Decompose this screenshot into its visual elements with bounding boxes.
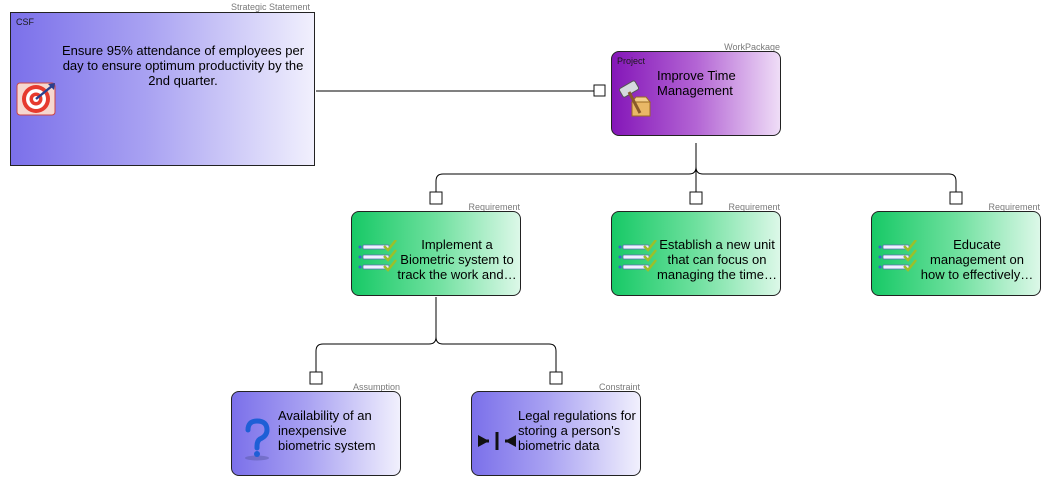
connector-req1-constraint[interactable] <box>435 336 557 372</box>
connector-port-csf-project[interactable] <box>593 84 606 97</box>
connector-port-req3[interactable] <box>949 191 963 205</box>
req2-text: Establish a new unit that can focus on m… <box>657 237 777 282</box>
req3-stereotype-label: Requirement <box>988 202 1040 212</box>
connector-project-req3[interactable] <box>695 166 957 192</box>
checklist-icon <box>618 240 657 272</box>
req1-text: Implement a Biometric system to track th… <box>397 237 517 282</box>
req2-node[interactable]: Establish a new unit that can focus on m… <box>611 211 781 296</box>
connector-port-req1[interactable] <box>429 191 443 205</box>
question-icon <box>245 418 270 461</box>
project-stereotype-label: WorkPackage <box>724 42 780 52</box>
connector-port-assumption[interactable] <box>309 371 323 385</box>
project-text: Improve Time Management <box>657 68 736 98</box>
req3-text: Educate management on how to effectively… <box>920 237 1034 282</box>
connector-port-req2[interactable] <box>689 191 703 205</box>
checklist-icon <box>358 240 397 272</box>
constraint-stereotype-label: Constraint <box>598 382 640 392</box>
csf-text: Ensure 95% attendance of employees per d… <box>61 43 305 88</box>
csf-tag: CSF <box>16 17 34 27</box>
csf-stereotype-label: Strategic Statement <box>230 2 310 12</box>
req3-node[interactable]: Educate management on how to effectively… <box>871 211 1041 296</box>
connector-req1-assumption[interactable] <box>315 297 437 372</box>
assumption-stereotype-label: Assumption <box>352 382 400 392</box>
csf-node[interactable]: CSF Ensure 95% attendance of employees p… <box>10 12 315 166</box>
checklist-icon <box>878 240 917 272</box>
req1-stereotype-label: Requirement <box>468 202 520 212</box>
constraint-arrows-icon <box>478 432 516 450</box>
constraint-node[interactable]: Legal regulations for storing a person's… <box>471 391 641 476</box>
constraint-text: Legal regulations for storing a person's… <box>518 408 636 453</box>
req1-node[interactable]: Implement a Biometric system to track th… <box>351 211 521 296</box>
connector-port-constraint[interactable] <box>549 371 563 385</box>
target-icon <box>16 82 56 116</box>
project-node[interactable]: Project Improve Time Management <box>611 51 781 136</box>
assumption-text: Availability of an inexpensive biometric… <box>278 408 376 453</box>
connector-project-req1[interactable] <box>435 143 697 192</box>
req2-stereotype-label: Requirement <box>728 202 780 212</box>
hammer-box-icon <box>618 80 652 117</box>
assumption-node[interactable]: Availability of an inexpensive biometric… <box>231 391 401 476</box>
project-tag: Project <box>617 56 646 66</box>
